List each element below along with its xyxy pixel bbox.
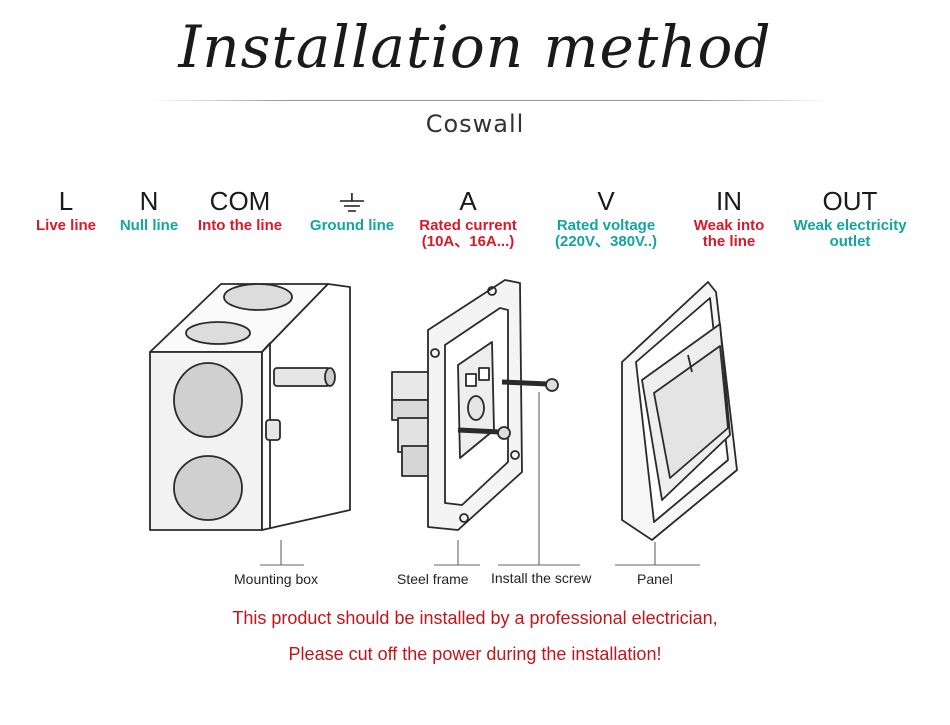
legend-symbol: N — [139, 186, 159, 216]
legend-text: Live line — [35, 217, 97, 234]
legend-symbol: IN — [715, 186, 742, 216]
page-title: Installation method — [178, 13, 772, 81]
warning-line-2: Please cut off the power during the inst… — [288, 644, 662, 664]
legend-symbol: OUT — [822, 186, 878, 216]
legend-symbol: A — [459, 186, 477, 216]
legend-rated-voltage: V Rated voltage (220V、380V..) — [555, 186, 657, 250]
label-panel: Panel — [637, 571, 673, 587]
label-install-screw: Install the screw — [491, 570, 592, 586]
legend-live-line: L Live line — [36, 186, 96, 234]
legend-text: Weak electricity — [793, 217, 907, 234]
panel-illustration — [621, 281, 738, 541]
brand-name: Coswall — [425, 110, 525, 138]
warning-line-1: This product should be installed by a pr… — [232, 608, 718, 628]
label-steel-frame: Steel frame — [397, 571, 469, 587]
legend-rated-current: A Rated current (10A、16A...) — [419, 186, 517, 250]
legend-text: Null line — [119, 217, 179, 234]
legend-subtext: the line — [702, 233, 756, 250]
mounting-box-illustration — [149, 283, 351, 531]
legend-symbol: V — [597, 186, 615, 216]
leader-lines — [260, 392, 700, 566]
label-mounting-box: Mounting box — [234, 571, 319, 587]
legend-text: Rated current — [419, 217, 517, 234]
legend-subtext: (220V、380V..) — [554, 233, 658, 250]
legend-text: Into the line — [197, 217, 283, 234]
legend-subtext: (10A、16A...) — [421, 233, 515, 250]
legend-ground-line: Ground line — [310, 186, 394, 234]
legend-symbol: L — [58, 186, 74, 216]
steel-frame-illustration — [391, 279, 559, 531]
legend-weak-in: IN Weak into the line — [694, 186, 765, 250]
legend-text: Weak into — [693, 217, 765, 234]
legend-null-line: N Null line — [120, 186, 178, 234]
legend-com: COM Into the line — [198, 186, 282, 234]
legend-text: Ground line — [309, 217, 395, 234]
legend-weak-out: OUT Weak electricity outlet — [793, 186, 906, 250]
legend-symbol: COM — [209, 186, 271, 216]
legend-text: Rated voltage — [556, 217, 656, 234]
ground-icon — [339, 193, 364, 212]
legend-subtext: outlet — [829, 233, 871, 250]
installation-drawing — [149, 279, 738, 566]
title-divider — [150, 100, 830, 101]
